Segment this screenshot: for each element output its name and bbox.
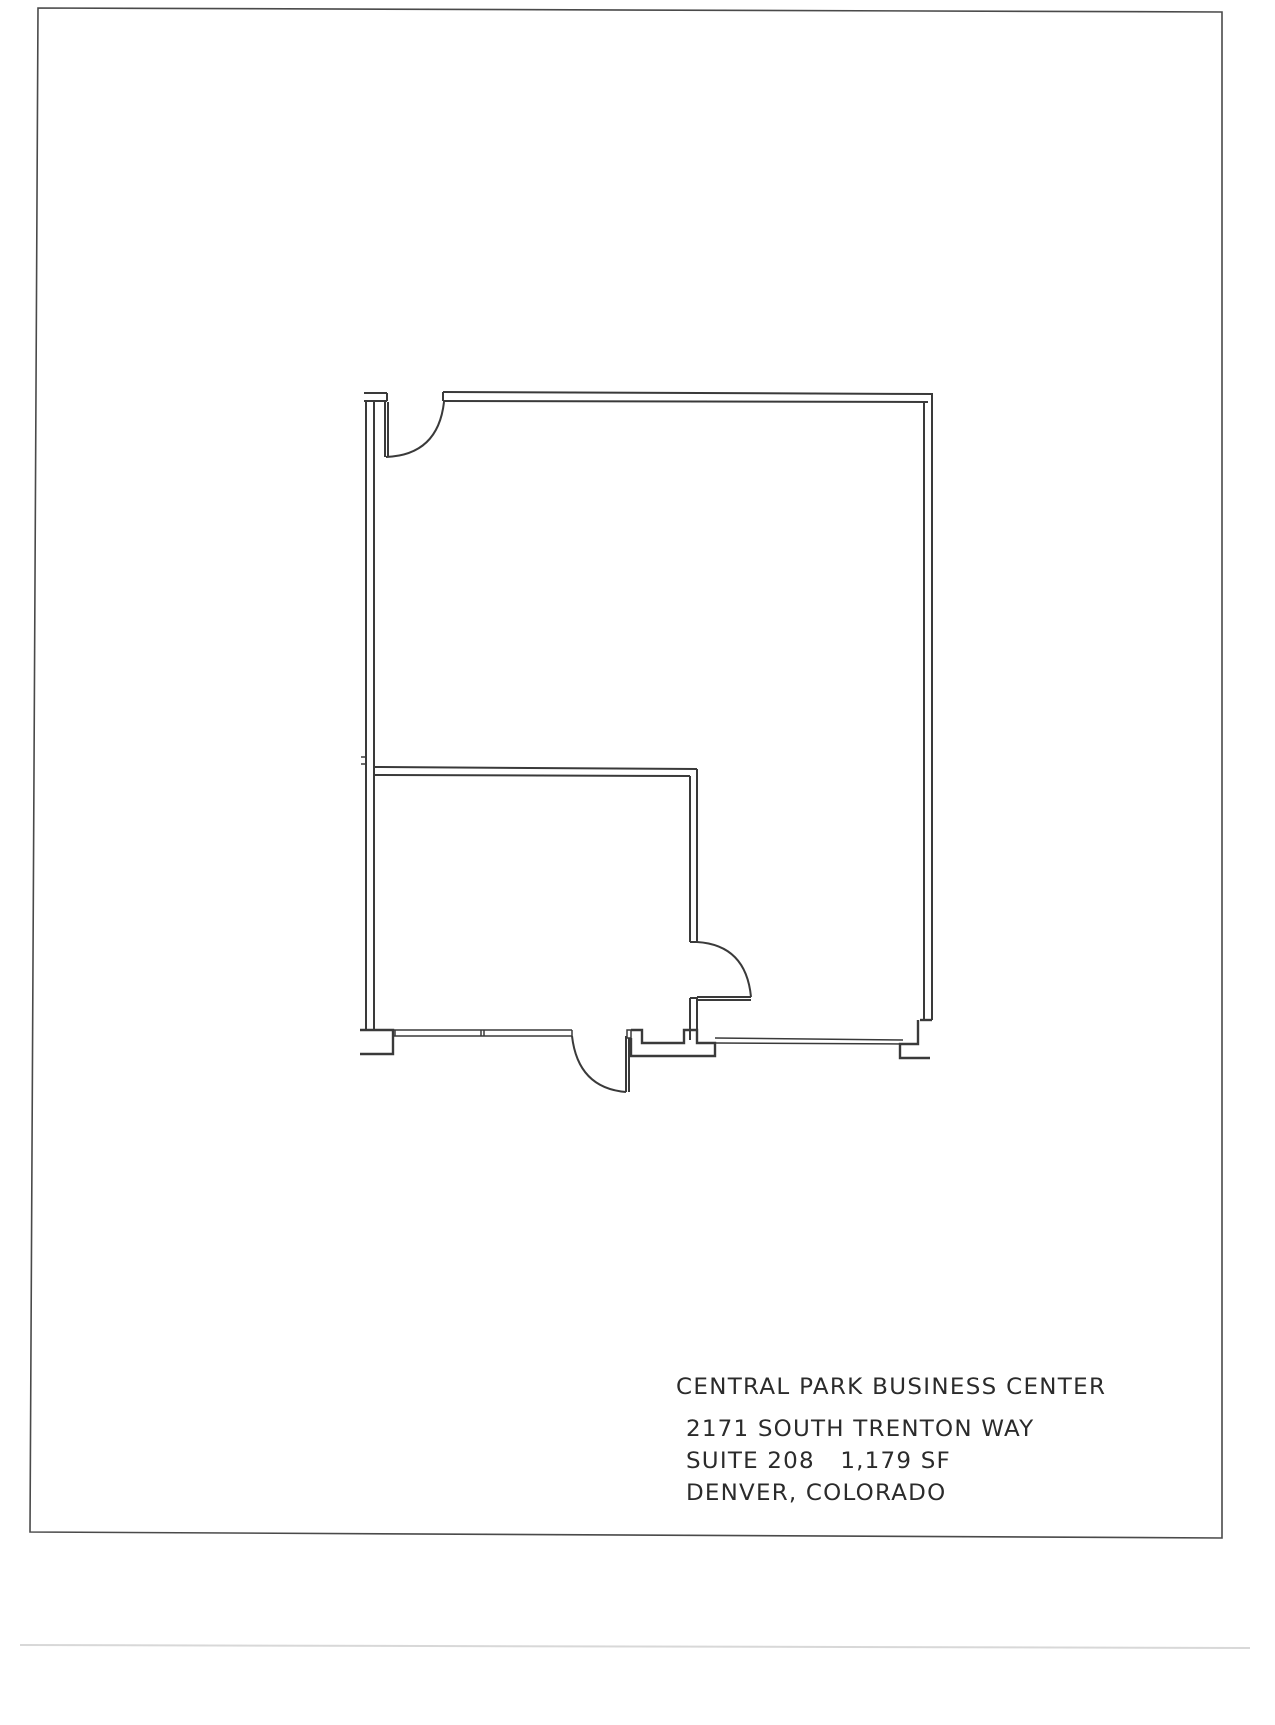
bottom-right-corner	[898, 1018, 932, 1060]
scan-artifacts	[19, 1644, 1251, 1649]
private-office-top-wall	[373, 766, 698, 943]
top-wall	[442, 391, 934, 403]
private-office-door	[689, 941, 752, 1040]
left-wall	[365, 401, 375, 1030]
suite-area: SUITE 208 1,179 SF	[686, 1448, 951, 1474]
address: 2171 SOUTH TRENTON WAY	[686, 1416, 1035, 1442]
bottom-wall-jog	[629, 1028, 717, 1058]
title-block: CENTRAL PARK BUSINESS CENTER 2171 SOUTH …	[676, 1372, 1216, 1510]
city-state: DENVER, COLORADO	[686, 1480, 947, 1506]
right-storefront-window	[714, 1037, 904, 1045]
right-wall	[923, 394, 933, 1020]
bottom-left-corner	[360, 1028, 395, 1056]
entry-door	[571, 1029, 632, 1093]
floor-plan	[360, 391, 934, 1093]
project-name: CENTRAL PARK BUSINESS CENTER	[676, 1374, 1107, 1400]
sheet-border	[29, 7, 1223, 1539]
top-left-door-swing	[385, 401, 445, 458]
storefront-window	[393, 1029, 573, 1037]
left-wall-top-stub	[364, 392, 388, 402]
